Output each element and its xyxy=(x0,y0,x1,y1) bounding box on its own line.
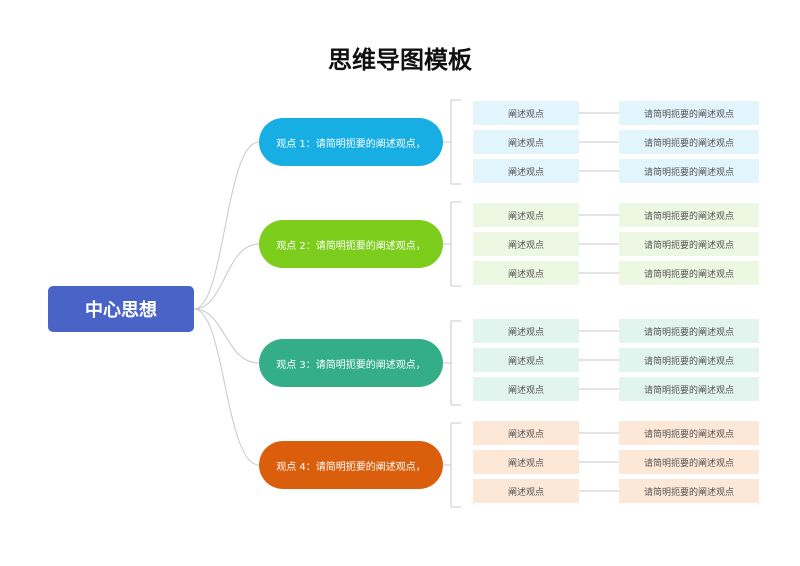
bracket-3 xyxy=(443,320,461,406)
detail-4-3[interactable]: 请简明扼要的阐述观点 xyxy=(619,479,759,503)
point-node-2[interactable]: 观点 2：请简明扼要的阐述观点， xyxy=(259,220,443,268)
detail-3-3[interactable]: 请简明扼要的阐述观点 xyxy=(619,377,759,401)
detail-1-3[interactable]: 请简明扼要的阐述观点 xyxy=(619,159,759,183)
connector-point-1 xyxy=(193,141,260,310)
sub-point-4-3[interactable]: 阐述观点 xyxy=(473,479,579,503)
row-connectors-4 xyxy=(579,432,619,492)
central-idea-node[interactable]: 中心思想 xyxy=(48,286,194,332)
point-node-4[interactable]: 观点 4：请简明扼要的阐述观点， xyxy=(259,441,443,489)
detail-2-1[interactable]: 请简明扼要的阐述观点 xyxy=(619,203,759,227)
connector-point-3 xyxy=(193,308,260,364)
sub-point-3-2[interactable]: 阐述观点 xyxy=(473,348,579,372)
bracket-4 xyxy=(443,422,461,508)
sub-point-4-1[interactable]: 阐述观点 xyxy=(473,421,579,445)
sub-point-3-3[interactable]: 阐述观点 xyxy=(473,377,579,401)
sub-point-1-3[interactable]: 阐述观点 xyxy=(473,159,579,183)
detail-2-2[interactable]: 请简明扼要的阐述观点 xyxy=(619,232,759,256)
detail-1-1[interactable]: 请简明扼要的阐述观点 xyxy=(619,101,759,125)
row-connectors-3 xyxy=(579,330,619,390)
detail-1-2[interactable]: 请简明扼要的阐述观点 xyxy=(619,130,759,154)
detail-2-3[interactable]: 请简明扼要的阐述观点 xyxy=(619,261,759,285)
connector-point-2 xyxy=(193,243,260,310)
point-node-1[interactable]: 观点 1：请简明扼要的阐述观点， xyxy=(259,118,443,166)
sub-point-4-2[interactable]: 阐述观点 xyxy=(473,450,579,474)
sub-point-2-3[interactable]: 阐述观点 xyxy=(473,261,579,285)
page-title: 思维导图模板 xyxy=(328,46,472,74)
sub-point-1-2[interactable]: 阐述观点 xyxy=(473,130,579,154)
sub-point-3-1[interactable]: 阐述观点 xyxy=(473,319,579,343)
row-connectors-1 xyxy=(579,112,619,172)
bracket-1 xyxy=(443,99,461,185)
row-connectors-2 xyxy=(579,214,619,274)
sub-point-2-1[interactable]: 阐述观点 xyxy=(473,203,579,227)
detail-4-1[interactable]: 请简明扼要的阐述观点 xyxy=(619,421,759,445)
connector-point-4 xyxy=(193,308,260,466)
point-node-3[interactable]: 观点 3：请简明扼要的阐述观点， xyxy=(259,339,443,387)
sub-point-2-2[interactable]: 阐述观点 xyxy=(473,232,579,256)
detail-3-2[interactable]: 请简明扼要的阐述观点 xyxy=(619,348,759,372)
detail-4-2[interactable]: 请简明扼要的阐述观点 xyxy=(619,450,759,474)
detail-3-1[interactable]: 请简明扼要的阐述观点 xyxy=(619,319,759,343)
bracket-2 xyxy=(443,201,461,287)
sub-point-1-1[interactable]: 阐述观点 xyxy=(473,101,579,125)
